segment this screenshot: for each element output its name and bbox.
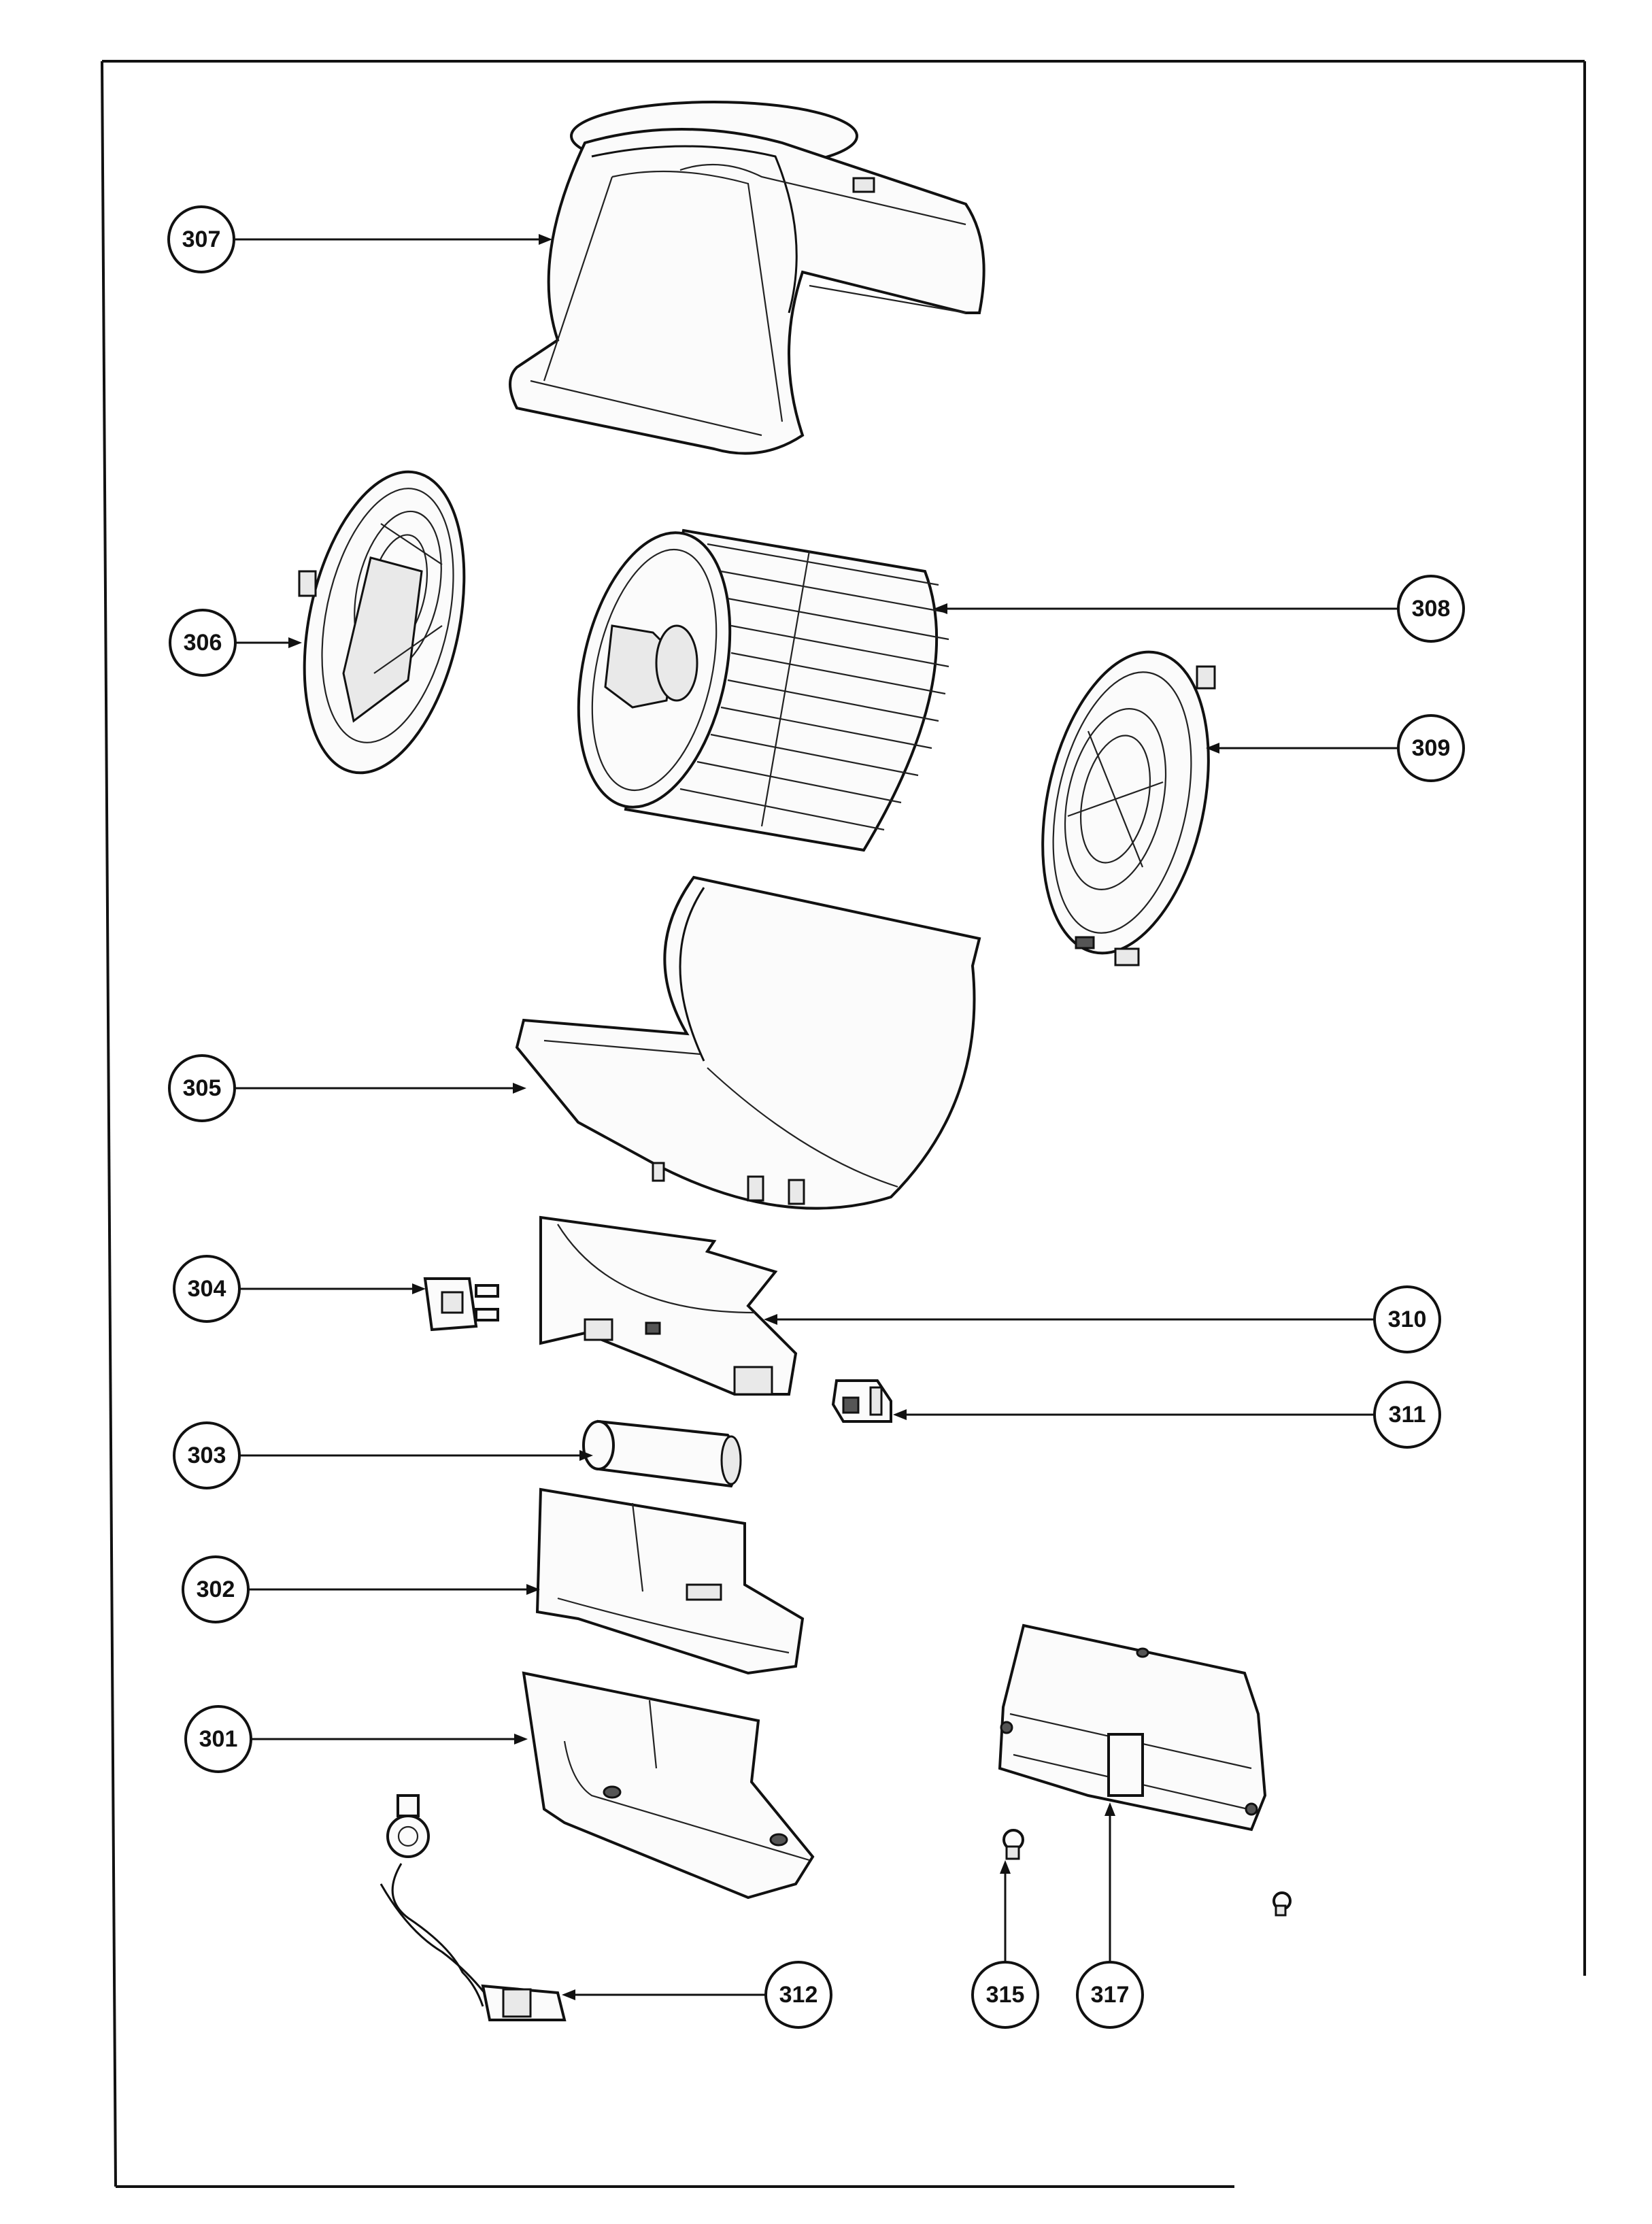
part-305-lower-scroll	[515, 875, 981, 1210]
callout-307: 307	[167, 205, 552, 273]
callout-308: 308	[934, 575, 1465, 643]
callout-315: 315	[971, 1860, 1039, 2029]
part-302-cover-plate	[535, 1487, 805, 1675]
callout-label-311: 311	[1389, 1402, 1426, 1428]
part-304-connector-clip	[423, 1277, 499, 1332]
callout-label-317: 317	[1091, 1982, 1130, 2008]
screw-315	[1002, 1829, 1024, 1860]
callout-310: 310	[764, 1285, 1441, 1353]
callout-305: 305	[168, 1054, 526, 1122]
callout-label-310: 310	[1388, 1307, 1427, 1332]
callout-label-303: 303	[188, 1443, 226, 1468]
callout-label-312: 312	[779, 1982, 818, 2008]
callout-302: 302	[182, 1555, 540, 1623]
callout-311: 311	[893, 1381, 1441, 1449]
callout-label-304: 304	[188, 1276, 226, 1302]
part-301-bottom-tray	[522, 1671, 815, 1900]
part-307-top-housing	[509, 101, 985, 455]
part-308-blower-wheel	[577, 528, 949, 852]
part-317-mounting-bracket	[998, 1623, 1267, 1832]
callout-309: 309	[1206, 714, 1465, 782]
callout-303: 303	[173, 1421, 593, 1489]
callout-label-308: 308	[1412, 596, 1451, 622]
callout-306: 306	[169, 609, 302, 677]
callout-301: 301	[184, 1705, 528, 1773]
part-312-power-cord	[380, 1794, 567, 2021]
callout-label-309: 309	[1412, 735, 1451, 761]
part-309-right-side-plate	[1041, 650, 1216, 966]
callout-label-305: 305	[183, 1075, 222, 1101]
callout-label-301: 301	[199, 1726, 238, 1752]
part-303-capacitor	[582, 1419, 742, 1488]
part-306-left-side-plate	[298, 470, 466, 775]
callout-312: 312	[562, 1961, 832, 2029]
callout-label-306: 306	[184, 630, 222, 656]
callout-label-307: 307	[182, 226, 221, 252]
part-311-small-block	[831, 1379, 892, 1423]
callout-label-315: 315	[986, 1982, 1025, 2008]
callout-label-302: 302	[197, 1577, 235, 1602]
page-frame	[101, 60, 1586, 2188]
screw-second	[1272, 1891, 1292, 1917]
part-310-terminal-housing	[539, 1215, 798, 1396]
callout-317: 317	[1076, 1802, 1144, 2029]
callout-304: 304	[173, 1255, 426, 1323]
